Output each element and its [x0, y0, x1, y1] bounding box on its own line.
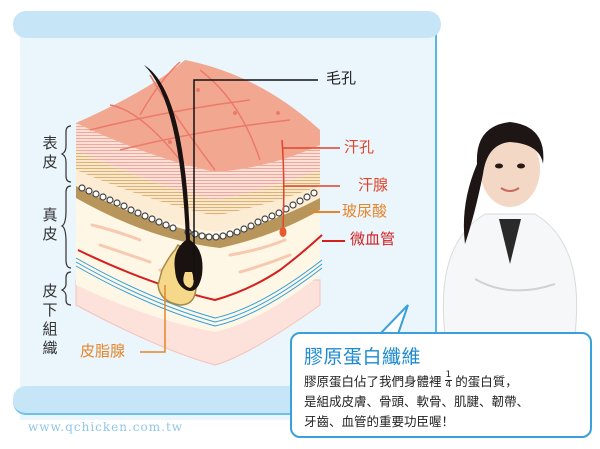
scroll-top-roll — [13, 11, 441, 38]
doctor-portrait — [442, 122, 578, 334]
label-dermis: 真皮 — [42, 206, 58, 243]
label-capillary: 微血管 — [350, 230, 396, 248]
callout-line3: 牙齒、血管的重要功臣喔！ — [304, 414, 455, 429]
callout-line2: 是組成皮膚、骨頭、軟骨、肌腱、韌帶、 — [304, 394, 530, 409]
callout-line1-pre: 膠原蛋白佔了我們身體裡 — [304, 374, 442, 389]
callout-title: 膠原蛋白纖維 — [304, 346, 422, 368]
site-url[interactable]: www.qchicken.com.tw — [28, 420, 184, 434]
label-epidermis: 表皮 — [42, 134, 58, 171]
label-hyaluronic-acid: 玻尿酸 — [342, 202, 388, 220]
label-sweat-gland: 汗腺 — [358, 176, 389, 194]
label-subcutaneous: 皮下組織 — [42, 282, 58, 357]
label-sebaceous-gland: 皮脂腺 — [80, 342, 126, 360]
label-sweat-pore: 汗孔 — [344, 138, 375, 156]
label-hair-pore: 毛孔 — [326, 69, 357, 87]
callout-line1-post: 的蛋白質， — [455, 374, 518, 389]
scroll-bottom-roll — [13, 386, 303, 415]
